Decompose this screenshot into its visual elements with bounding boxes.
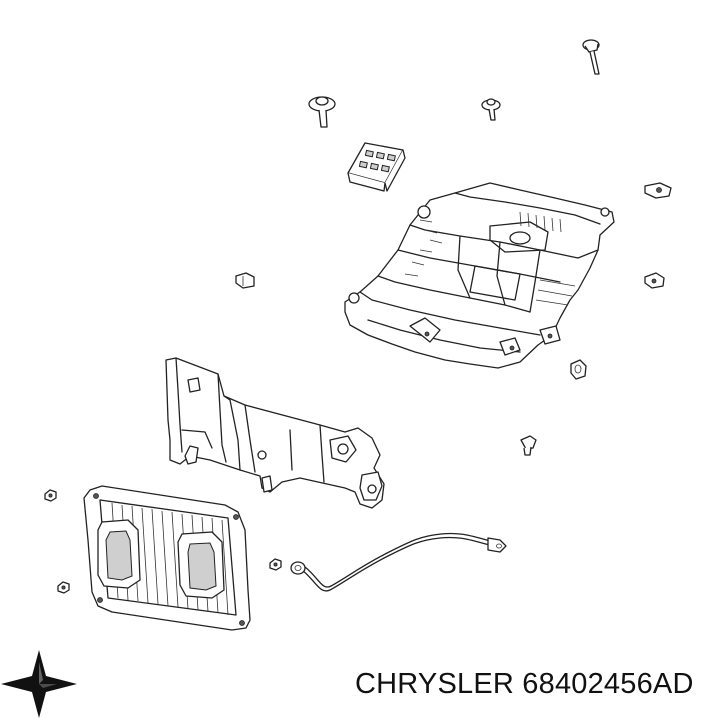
brand-name: CHRYSLER — [355, 668, 515, 700]
ecu-mounting-tray — [345, 183, 614, 368]
clip-left — [236, 273, 254, 288]
nut-clip-lower — [571, 360, 586, 379]
flange-bolt-right — [482, 99, 500, 120]
nut-center — [270, 559, 281, 570]
nut-left-bottom — [58, 582, 69, 593]
clip-right-mid — [645, 273, 664, 288]
clip-right-top — [645, 183, 671, 198]
connector-plug — [348, 143, 405, 191]
push-pin — [521, 436, 536, 455]
flange-bolt-left — [309, 97, 335, 127]
long-bolt — [583, 40, 599, 74]
mounting-bracket — [166, 358, 384, 508]
part-caption: CHRYSLER 68402456AD — [355, 668, 694, 701]
nut-left-top — [45, 490, 56, 501]
engine-control-module — [84, 486, 250, 630]
ground-strap-cable — [291, 533, 506, 591]
chrysler-star-logo-icon — [1, 650, 77, 718]
part-number: 68402456AD — [522, 668, 694, 700]
